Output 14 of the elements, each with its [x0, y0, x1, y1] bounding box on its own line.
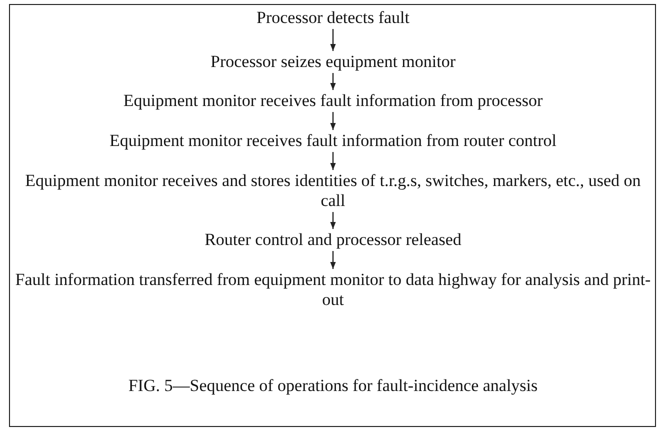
arrow — [330, 112, 336, 130]
arrow — [330, 152, 336, 170]
step-text: Processor seizes equipment monitor — [209, 52, 457, 72]
arrow — [330, 29, 336, 51]
step-text: Router control and processor released — [204, 230, 462, 250]
arrow — [330, 251, 336, 269]
arrow — [330, 212, 336, 229]
step-text: Fault information transferred from equipment monitor to data highway for analysis and print-out — [14, 270, 652, 310]
figure-caption: FIG. 5—Sequence of operations for fault-incidence analysis — [127, 376, 539, 396]
step-text: Equipment monitor receives fault information from processor — [122, 91, 544, 111]
step-text: Equipment monitor receives and stores identities of t.r.g.s, switches, markers, etc., used on call — [24, 171, 642, 211]
step-text: Processor detects fault — [256, 8, 410, 28]
arrow — [330, 73, 336, 90]
step-text: Equipment monitor receives fault information from router control — [108, 131, 558, 151]
